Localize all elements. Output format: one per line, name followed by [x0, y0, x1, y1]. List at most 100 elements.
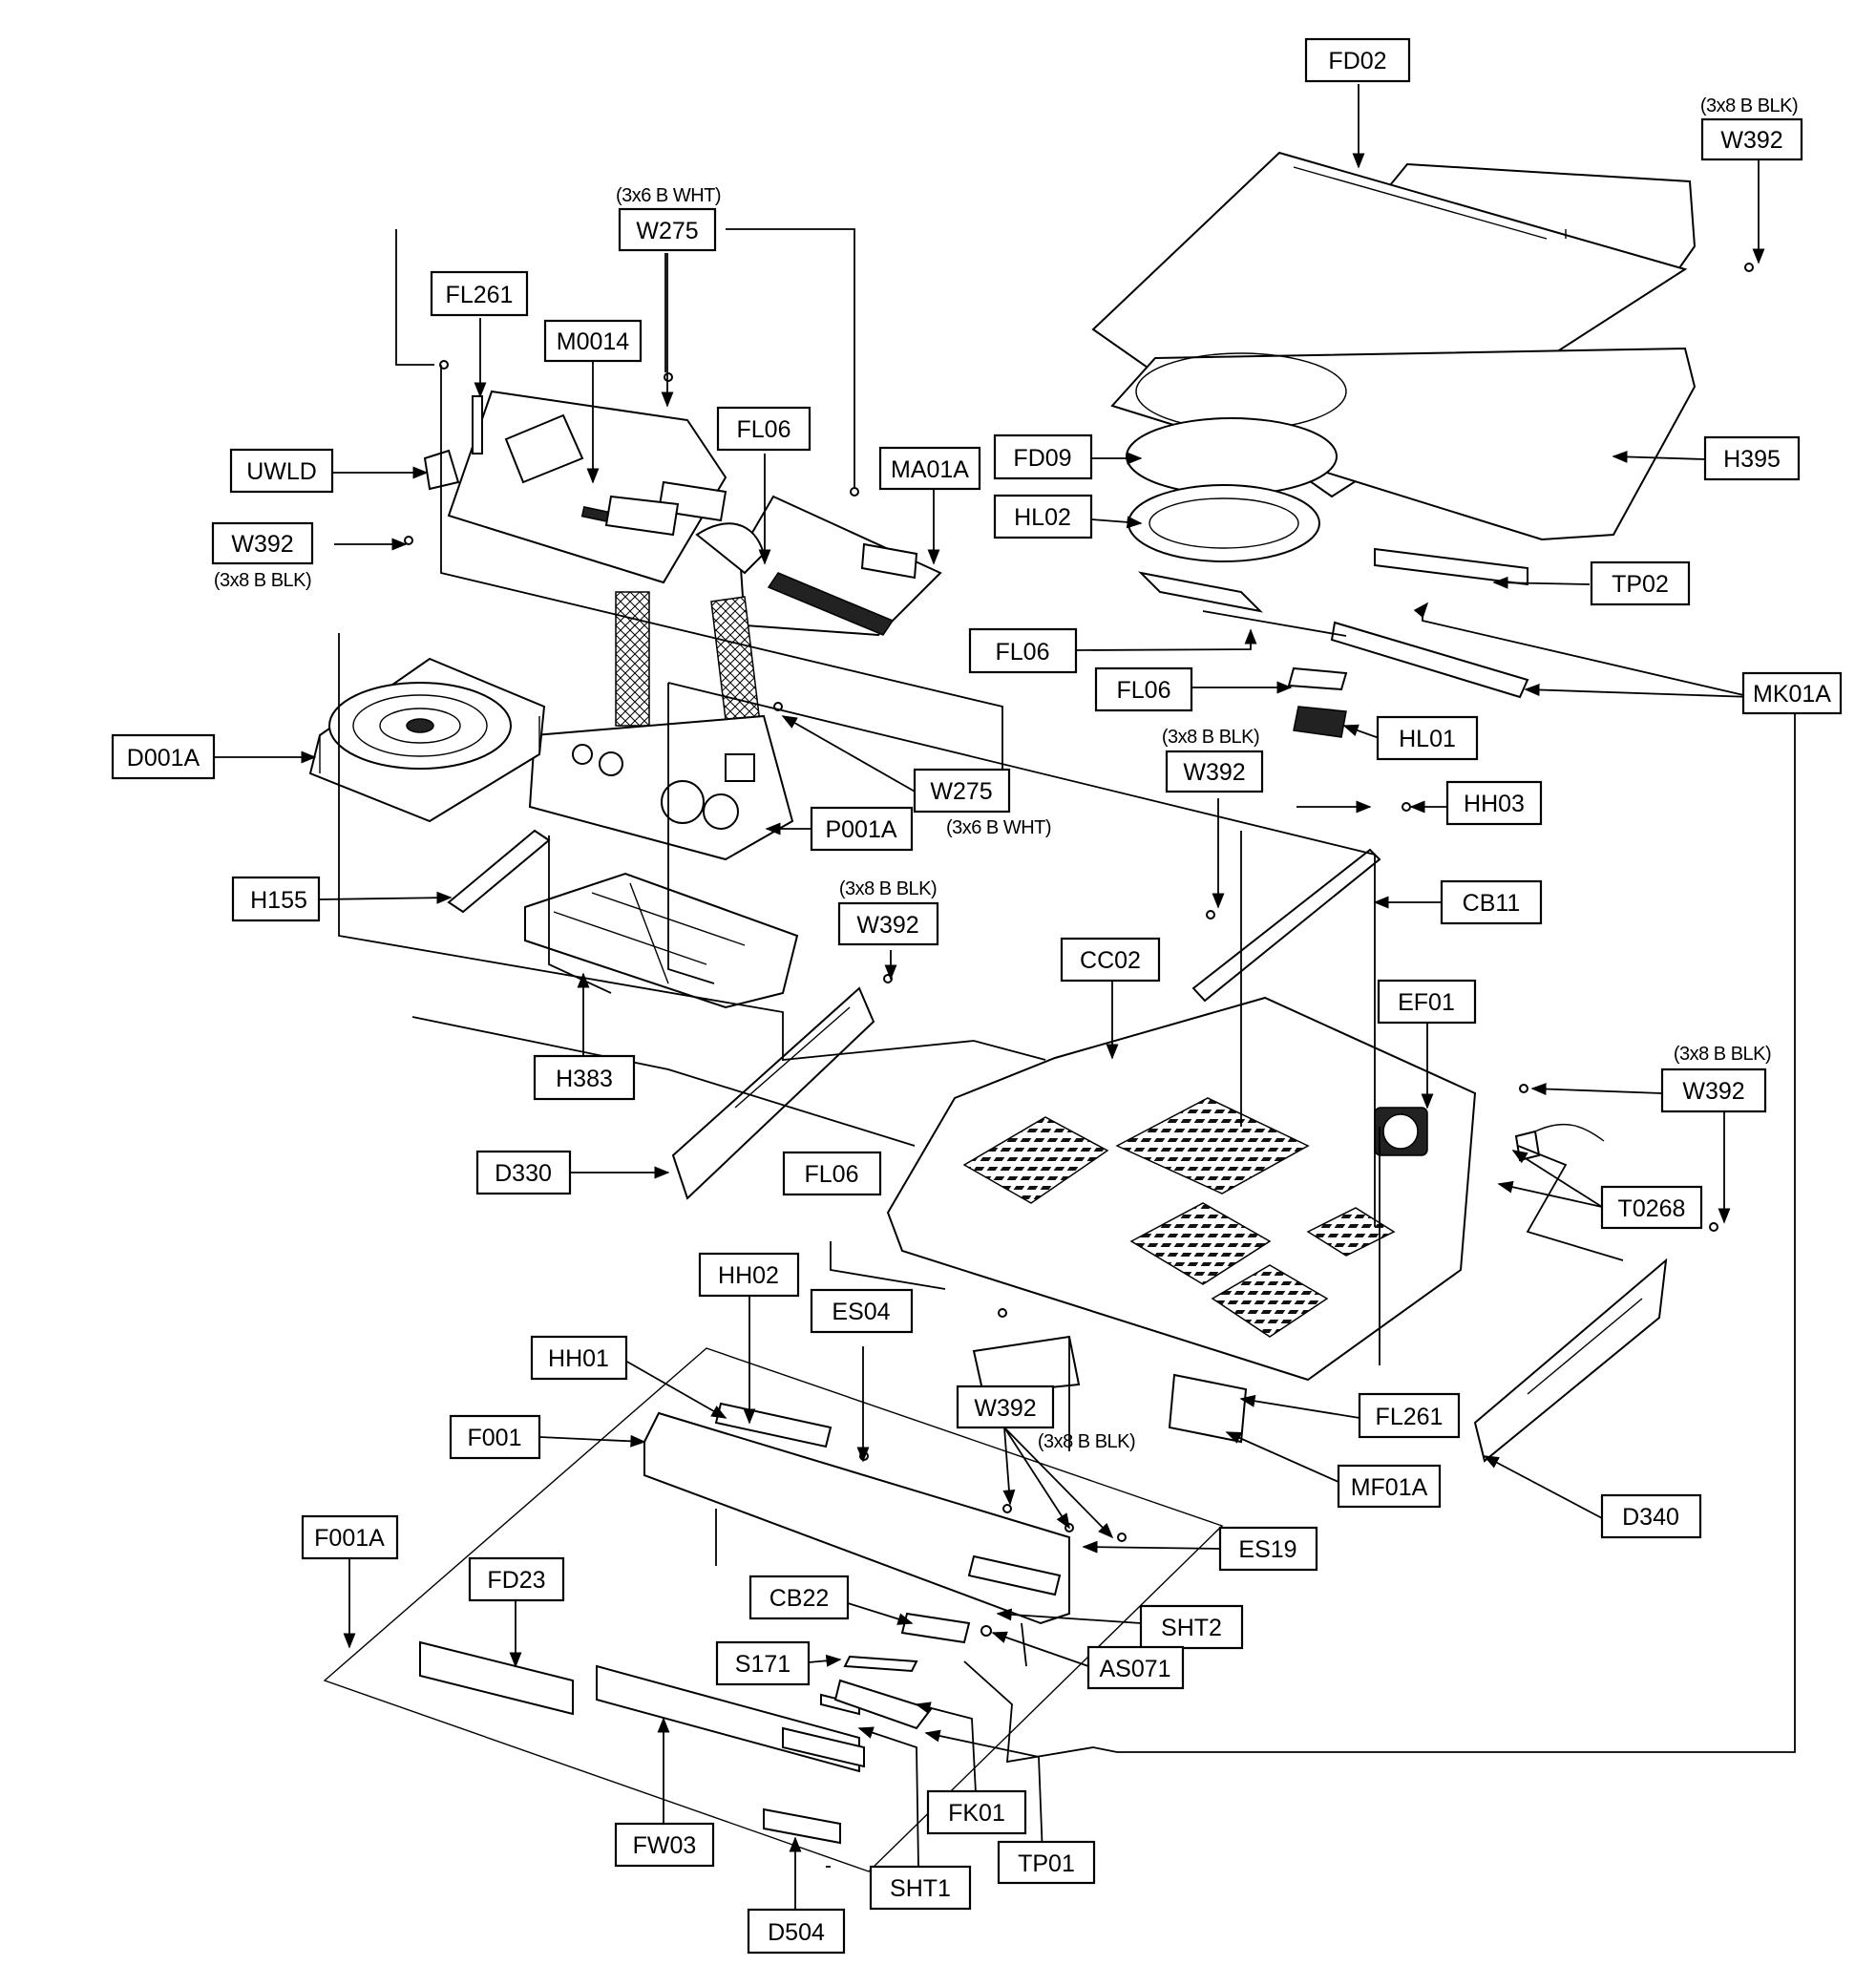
- svg-text:(3x6 B WHT): (3x6 B WHT): [616, 185, 721, 206]
- label-w392-low: W392 (3x8 B BLK): [956, 1385, 1136, 1452]
- label-tp01: TP01: [997, 1840, 1096, 1885]
- label-fl261-top: FL261: [430, 270, 529, 317]
- svg-text:H395: H395: [1723, 446, 1781, 473]
- label-d001a: D001A: [111, 733, 216, 780]
- svg-text:HH02: HH02: [718, 1262, 779, 1289]
- svg-text:FL06: FL06: [996, 639, 1050, 666]
- label-fd02: FD02: [1304, 37, 1411, 83]
- disc-drive-d001a-part: [308, 657, 546, 823]
- svg-text:FL06: FL06: [805, 1161, 859, 1188]
- label-fl06-mid2: FL06: [1094, 666, 1193, 712]
- label-w392-left: W392 (3x8 B BLK): [211, 521, 314, 591]
- bracket-h155-part: [447, 829, 551, 914]
- label-fd09: FD09: [993, 433, 1093, 480]
- svg-text:FK01: FK01: [948, 1800, 1005, 1827]
- label-hl02: HL02: [993, 494, 1093, 539]
- chassis-cc02-part: [886, 996, 1477, 1382]
- front-strips-part: [419, 1640, 865, 1845]
- label-ma01a: MA01A: [878, 446, 981, 491]
- side-panel-d330-part: [671, 986, 875, 1200]
- svg-text:W275: W275: [930, 778, 992, 805]
- label-hl01: HL01: [1376, 715, 1479, 761]
- front-small-boards-part: [833, 1612, 992, 1730]
- label-s171: S171: [715, 1640, 811, 1686]
- svg-text:ES04: ES04: [832, 1299, 890, 1325]
- side-panel-d340-part: [1473, 1258, 1668, 1463]
- alignment-lines: [338, 228, 1796, 1868]
- label-sht1: SHT1: [869, 1865, 972, 1911]
- label-es04: ES04: [810, 1288, 914, 1334]
- label-hh01: HH01: [530, 1335, 628, 1381]
- svg-text:(3x8 B BLK): (3x8 B BLK): [214, 570, 311, 591]
- label-fl06-top: FL06: [716, 406, 812, 452]
- label-fk01: FK01: [926, 1789, 1027, 1835]
- terminal-board-ma01a-part: [738, 495, 942, 637]
- svg-text:W392: W392: [974, 1395, 1036, 1422]
- label-m0014: M0014: [543, 319, 643, 363]
- svg-text:T0268: T0268: [1618, 1195, 1686, 1222]
- svg-text:D330: D330: [495, 1160, 552, 1187]
- svg-text:D504: D504: [768, 1919, 825, 1946]
- label-f001: F001: [449, 1414, 541, 1460]
- svg-text:FW03: FW03: [633, 1832, 697, 1859]
- svg-text:W392: W392: [1720, 127, 1782, 154]
- bracket-h383-part: [524, 872, 799, 1009]
- svg-text:HL02: HL02: [1014, 504, 1071, 531]
- parts-illustration: [308, 151, 1754, 1872]
- front-panel-f001a-part: [323, 1347, 1224, 1872]
- svg-text:CC02: CC02: [1080, 947, 1141, 974]
- label-w392-right: (3x8 B BLK) W392: [1660, 1044, 1772, 1113]
- label-tp02: TP02: [1590, 560, 1691, 606]
- svg-text:(3x8 B BLK): (3x8 B BLK): [1162, 727, 1259, 748]
- label-w392-mid: (3x8 B BLK) W392: [1162, 727, 1264, 793]
- svg-text:FL261: FL261: [446, 282, 514, 308]
- svg-text:TP02: TP02: [1612, 571, 1669, 598]
- inner-panel-h395-part: [1110, 347, 1697, 613]
- front-frame-f001-part: [643, 1335, 1248, 1625]
- label-h395: H395: [1703, 435, 1801, 481]
- svg-text:MA01A: MA01A: [891, 456, 969, 483]
- svg-text:EF01: EF01: [1398, 989, 1455, 1016]
- svg-text:SHT1: SHT1: [890, 1875, 951, 1902]
- svg-text:TP01: TP01: [1018, 1850, 1075, 1877]
- svg-text:HL01: HL01: [1399, 726, 1456, 752]
- svg-text:W392: W392: [1183, 759, 1245, 786]
- label-w392-center: (3x8 B BLK) W392: [837, 878, 939, 946]
- svg-text:D340: D340: [1622, 1504, 1679, 1531]
- label-fd23: FD23: [468, 1556, 565, 1602]
- label-d504: D504: [747, 1908, 846, 1955]
- svg-text:(3x8 B BLK): (3x8 B BLK): [839, 878, 937, 899]
- label-w275-top: (3x6 B WHT) W275: [616, 185, 722, 252]
- label-mk01a: MK01A: [1741, 671, 1843, 715]
- svg-text:S171: S171: [735, 1651, 790, 1678]
- svg-text:(3x8 B BLK): (3x8 B BLK): [1674, 1044, 1771, 1065]
- svg-text:FD02: FD02: [1328, 48, 1386, 74]
- label-h383: H383: [533, 1054, 636, 1101]
- label-hh02: HH02: [698, 1252, 800, 1298]
- svg-text:FD09: FD09: [1013, 445, 1071, 472]
- svg-text:F001A: F001A: [314, 1525, 385, 1552]
- label-p001a: P001A: [810, 806, 914, 852]
- svg-text:F001: F001: [468, 1425, 522, 1451]
- label-ef01: EF01: [1377, 979, 1477, 1025]
- svg-text:UWLD: UWLD: [246, 458, 317, 485]
- svg-text:FD23: FD23: [487, 1567, 545, 1594]
- svg-text:AS071: AS071: [1099, 1656, 1170, 1682]
- svg-text:M0014: M0014: [557, 328, 630, 355]
- label-sht2: SHT2: [1139, 1604, 1244, 1650]
- label-fl06-mid1: FL06: [968, 627, 1078, 674]
- svg-text:FL261: FL261: [1376, 1404, 1444, 1430]
- keyboard-board-mk01a-part: [1202, 610, 1529, 738]
- label-d340: D340: [1600, 1493, 1702, 1539]
- svg-text:HH03: HH03: [1464, 791, 1525, 817]
- screws: [664, 263, 1754, 1542]
- svg-text:CB22: CB22: [769, 1585, 830, 1612]
- label-w275-mid: W275 (3x6 B WHT): [913, 768, 1052, 838]
- label-h155: H155: [231, 876, 321, 922]
- svg-text:(3x8 B BLK): (3x8 B BLK): [1700, 95, 1798, 116]
- svg-text:HH01: HH01: [548, 1345, 609, 1372]
- svg-text:W275: W275: [636, 218, 698, 244]
- svg-text:H155: H155: [250, 887, 307, 914]
- svg-text:W392: W392: [1682, 1078, 1744, 1105]
